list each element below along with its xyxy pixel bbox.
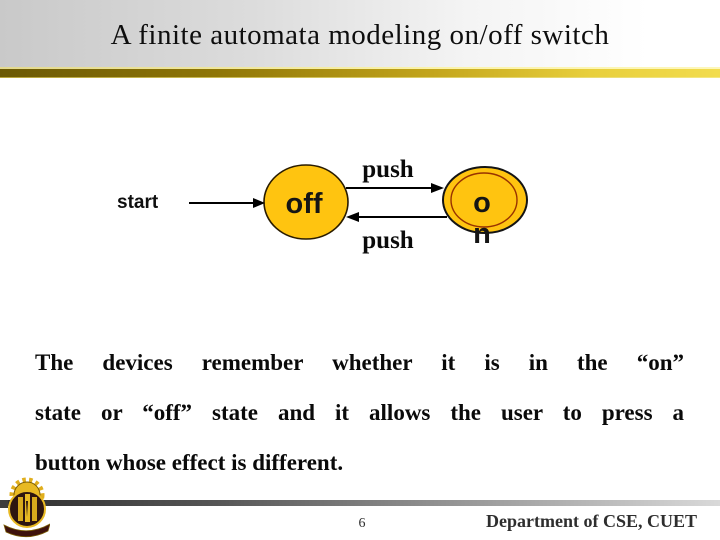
title-band (0, 0, 720, 67)
logo-tower-right (32, 497, 37, 521)
footer-department-text: Department of CSE, CUET (486, 511, 697, 531)
body-line-2: state or “off” state and it allows the u… (35, 400, 684, 425)
logo-ribbon (3, 523, 50, 538)
footer-divider-bar (0, 500, 720, 506)
off-state-label: off (285, 188, 322, 220)
on-state-label-line2: n (473, 218, 491, 250)
push-top-arrow-head (431, 183, 444, 193)
push-bottom-arrow-head (346, 212, 359, 222)
title-divider-shadow (0, 77, 720, 78)
page-number: 6 (358, 516, 366, 531)
title-divider-bar (0, 67, 720, 78)
logo-tower-left (18, 497, 23, 521)
start-arrow-head (253, 198, 265, 208)
logo-spire (26, 501, 28, 517)
slide-title: A finite automata modeling on/off switch (110, 19, 610, 51)
title-divider-main (0, 69, 720, 77)
off-state-circle (263, 164, 349, 240)
body-paragraph: The devices remember whether it is in th… (35, 338, 684, 488)
push-top-label: push (362, 156, 414, 183)
on-state-outer-circle (442, 166, 528, 234)
on-state-label-line1: o (473, 187, 491, 219)
cuet-logo-icon (3, 477, 50, 538)
on-state-inner-circle (450, 172, 518, 228)
start-label: start (117, 192, 159, 213)
body-line-3: button whose effect is different. (35, 450, 344, 475)
push-bottom-label: push (362, 227, 414, 254)
logo-gear-teeth (9, 477, 45, 513)
footer-bullet-square (0, 500, 8, 508)
body-line-1: The devices remember whether it is in th… (35, 350, 684, 375)
title-divider-highlight (0, 67, 720, 69)
